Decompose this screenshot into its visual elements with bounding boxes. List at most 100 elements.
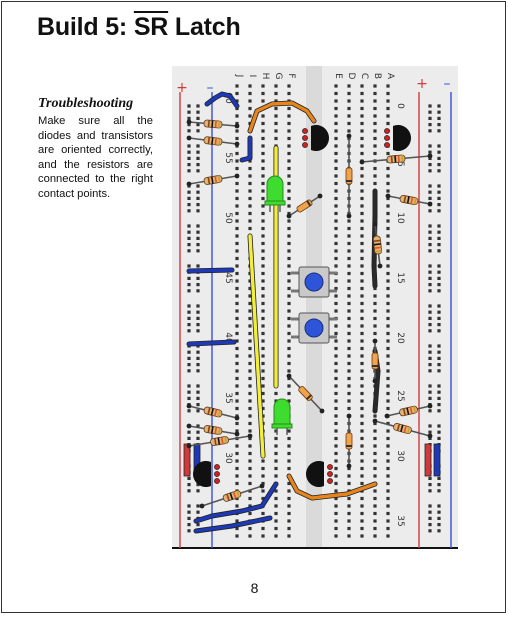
hole	[428, 144, 432, 148]
hole	[347, 84, 351, 88]
hole	[261, 324, 265, 328]
hole	[261, 489, 265, 493]
lead-end	[234, 431, 240, 437]
hole	[196, 356, 200, 360]
hole	[428, 350, 432, 354]
lead-end	[199, 503, 205, 509]
hole	[386, 444, 390, 448]
hole	[187, 510, 191, 514]
hole	[360, 166, 364, 171]
resistor-band	[396, 423, 401, 431]
hole	[248, 526, 252, 531]
hole	[360, 241, 364, 246]
hole	[437, 384, 441, 388]
hole	[360, 459, 364, 463]
transistor-pin	[384, 142, 390, 148]
wire-blue	[240, 136, 252, 162]
hole	[248, 489, 252, 493]
hole	[347, 496, 351, 501]
hole	[235, 459, 239, 463]
hole	[334, 219, 338, 223]
resistor-band	[229, 492, 234, 500]
hole	[373, 136, 377, 141]
hole	[287, 279, 291, 283]
lead-end	[234, 123, 240, 129]
hole	[287, 241, 291, 246]
hole	[334, 204, 338, 208]
hole	[235, 219, 239, 223]
hole	[196, 489, 200, 493]
hole	[274, 84, 278, 88]
hole	[386, 331, 390, 336]
hole	[373, 421, 377, 426]
hole	[347, 331, 351, 336]
hole	[386, 84, 390, 88]
hole	[437, 190, 441, 194]
hole	[235, 451, 239, 456]
hole	[360, 181, 364, 186]
hole	[261, 129, 265, 133]
hole	[235, 301, 239, 306]
hole	[248, 496, 252, 501]
hole	[437, 144, 441, 148]
hole	[187, 489, 191, 493]
hole	[373, 99, 377, 103]
column-letter: D	[346, 73, 356, 80]
hole	[235, 421, 239, 426]
hole	[274, 436, 278, 441]
hole	[261, 301, 265, 306]
hole	[347, 114, 351, 118]
hole	[373, 331, 377, 336]
hole	[248, 369, 252, 373]
hole	[196, 156, 200, 160]
resistor-band	[374, 246, 382, 249]
resistor-band	[410, 196, 414, 205]
hole	[196, 110, 200, 114]
hole	[437, 436, 441, 440]
resistor-band	[403, 195, 407, 203]
hole	[261, 391, 265, 396]
button-leg	[329, 335, 337, 339]
hole	[347, 279, 351, 283]
hole	[428, 310, 432, 314]
hole	[196, 510, 200, 514]
hole	[287, 481, 291, 486]
hole	[261, 369, 265, 373]
hole	[196, 203, 200, 207]
resistor-band	[403, 425, 407, 433]
row-number: 35	[223, 392, 233, 403]
hole	[373, 174, 377, 178]
resistor	[372, 235, 383, 255]
lead-end	[377, 263, 383, 269]
button-leg	[329, 289, 337, 293]
hole	[287, 219, 291, 223]
hole	[235, 391, 239, 396]
hole	[334, 249, 338, 253]
hole	[187, 350, 191, 354]
hole	[428, 110, 432, 114]
hole	[347, 339, 351, 343]
column-letter: A	[385, 73, 395, 80]
lead-end	[247, 433, 253, 439]
hole	[347, 91, 351, 96]
lead-end	[427, 201, 433, 207]
button-leg	[329, 271, 337, 275]
hole	[347, 241, 351, 246]
hole	[360, 534, 364, 538]
hole	[196, 436, 200, 440]
hole	[261, 406, 265, 411]
hole	[347, 286, 351, 291]
hole	[386, 421, 390, 426]
hole	[196, 169, 200, 173]
hole	[428, 243, 432, 247]
hole	[428, 424, 432, 428]
hole	[196, 483, 200, 487]
hole	[386, 376, 390, 381]
hole	[334, 196, 338, 201]
hole	[248, 429, 252, 433]
hole	[428, 529, 432, 533]
hole	[373, 451, 377, 456]
resistor	[386, 154, 406, 164]
hole	[334, 519, 338, 523]
hole	[248, 384, 252, 388]
